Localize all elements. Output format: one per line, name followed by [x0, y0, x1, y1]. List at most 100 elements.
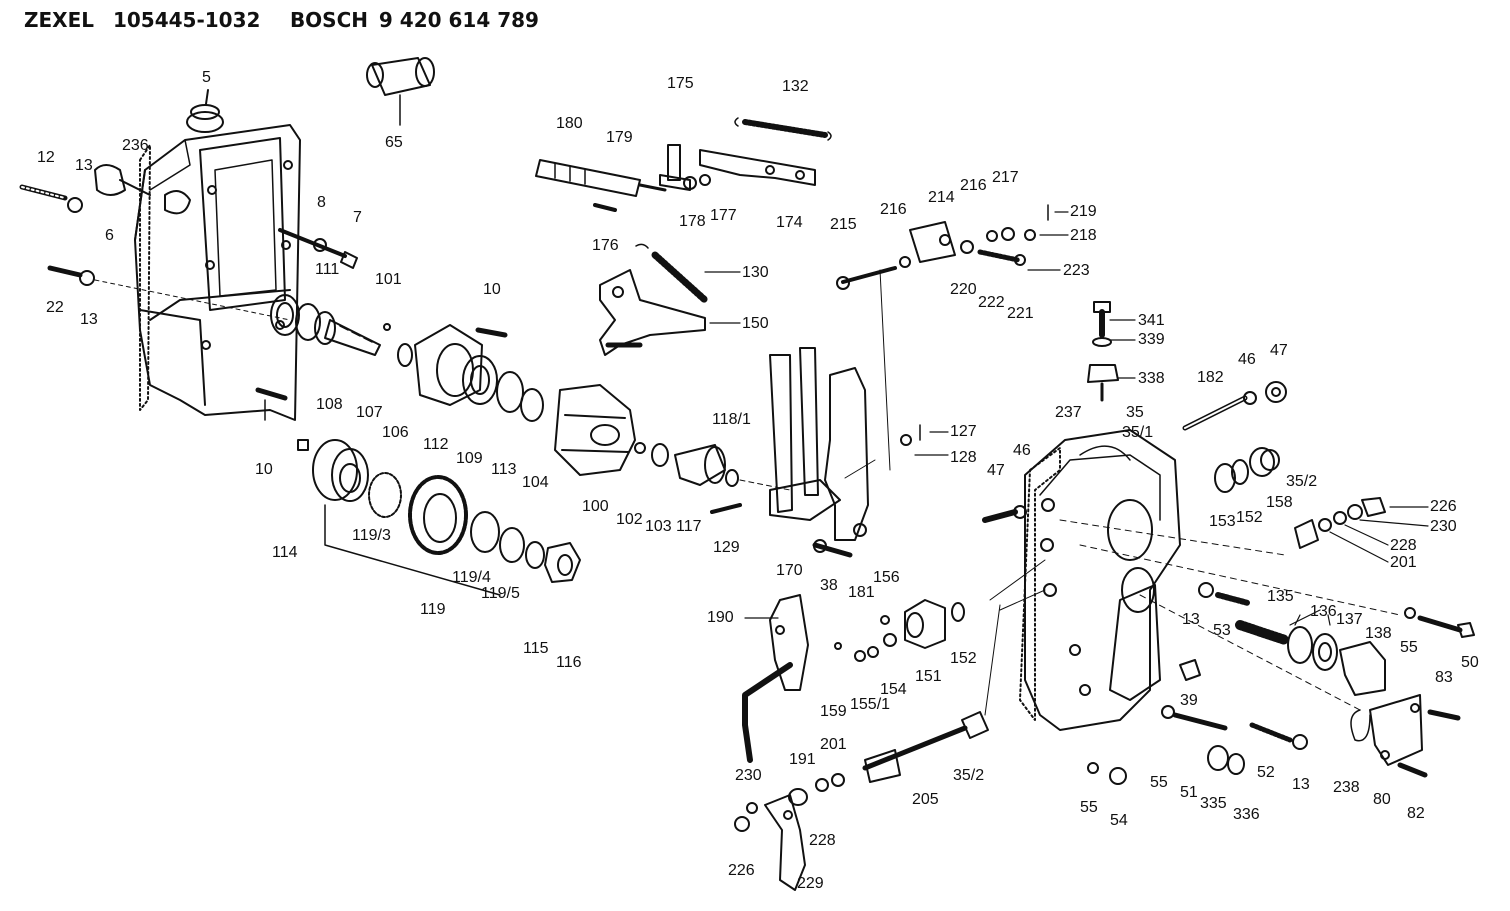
label-220: 220 [950, 281, 977, 298]
label-6: 6 [105, 227, 114, 244]
label-201b: 201 [820, 736, 847, 753]
label-22: 22 [46, 299, 64, 316]
washer-13-upper [67, 197, 83, 213]
label-129: 129 [713, 539, 740, 556]
label-108: 108 [316, 396, 343, 413]
pin-156 [880, 615, 890, 625]
spring-119-3 [368, 472, 402, 518]
diagram-header: ZEXEL 105445-1032 BOSCH 9 420 614 789 [24, 8, 539, 32]
label-13a: 13 [75, 157, 93, 174]
bolt-38 [812, 539, 853, 558]
gasket-236 [139, 144, 151, 411]
washer-216-right [986, 230, 998, 242]
label-236: 236 [122, 137, 149, 154]
ring-119-5 [499, 527, 525, 563]
washer-118-1 [725, 469, 739, 487]
flange-111 [270, 294, 300, 336]
label-215: 215 [830, 216, 857, 233]
screw-83 [1427, 709, 1461, 721]
label-35-2b: 35/2 [953, 767, 985, 784]
nut-13-lower [1292, 734, 1308, 750]
lever-190 [742, 594, 809, 763]
screw-222-221 [977, 249, 1026, 266]
label-50: 50 [1461, 654, 1479, 671]
label-119-5: 119/5 [481, 585, 520, 602]
label-226b: 226 [728, 862, 755, 879]
washer-46-top [1243, 391, 1257, 405]
lever-150 [599, 269, 706, 356]
bolt-52 [1249, 722, 1293, 743]
bolt-10-upper [475, 327, 508, 338]
label-338: 338 [1138, 370, 1165, 387]
label-65: 65 [385, 134, 403, 151]
label-214: 214 [928, 189, 955, 206]
bracket-214 [909, 221, 956, 263]
label-115: 115 [523, 640, 549, 657]
fitting-338 [1087, 364, 1119, 402]
cap-35-2-left [961, 711, 989, 739]
label-102: 102 [616, 511, 643, 528]
bearing-109 [462, 355, 498, 405]
label-182: 182 [1197, 369, 1224, 386]
washers-155-154 [854, 633, 897, 662]
bolt-51 [1172, 712, 1228, 731]
label-217: 217 [992, 169, 1019, 186]
ring-153 [1214, 463, 1236, 493]
washer-228-right [1333, 511, 1347, 525]
label-118-1: 118/1 [712, 411, 751, 428]
plug-47-top [1265, 381, 1287, 403]
nut-39 [1179, 659, 1201, 681]
label-176: 176 [592, 237, 619, 254]
label-12: 12 [37, 149, 55, 166]
label-156: 156 [873, 569, 900, 586]
ring-136 [1287, 626, 1313, 664]
label-13b: 13 [80, 311, 98, 328]
label-201a: 201 [1390, 554, 1417, 571]
cap-35-2-right [1294, 519, 1319, 549]
rod-182 [1182, 395, 1248, 431]
label-205: 205 [912, 791, 939, 808]
label-335: 335 [1200, 795, 1227, 812]
ring-152-mid [951, 602, 965, 622]
washer-218 [1024, 229, 1036, 241]
label-39: 39 [1180, 692, 1198, 709]
label-113: 113 [491, 461, 517, 478]
pin-177 [699, 174, 711, 186]
ring-104 [520, 388, 544, 422]
nut-217 [1001, 227, 1015, 241]
screw-7 [278, 228, 358, 269]
label-100: 100 [582, 498, 609, 515]
label-107: 107 [356, 404, 383, 421]
lever-181 [824, 367, 869, 541]
label-106: 106 [382, 424, 409, 441]
flyweight-100 [554, 384, 636, 476]
nut-226-right [1361, 497, 1386, 517]
label-152a: 152 [1236, 509, 1263, 526]
fitting-151 [904, 599, 946, 649]
label-116: 116 [556, 654, 582, 671]
washer-216-left [899, 256, 911, 268]
label-104: 104 [522, 474, 549, 491]
label-101: 101 [375, 271, 402, 288]
label-53: 53 [1213, 622, 1231, 639]
label-336: 336 [1233, 806, 1260, 823]
label-47a: 47 [1270, 342, 1288, 359]
label-52: 52 [1257, 764, 1275, 781]
bolt-50 [1417, 615, 1475, 638]
bolt-12 [19, 184, 68, 201]
bolt-22 [47, 265, 95, 286]
label-341: 341 [1138, 312, 1165, 329]
label-35-2a: 35/2 [1286, 473, 1318, 490]
label-128: 128 [950, 449, 977, 466]
label-152b: 152 [950, 650, 977, 667]
cap-158 [1249, 447, 1280, 477]
label-218: 218 [1070, 227, 1097, 244]
washer-201-left [831, 773, 845, 787]
label-150: 150 [742, 315, 769, 332]
pump-housing-right [1024, 429, 1181, 731]
washer-201-right [1318, 518, 1332, 532]
bolt-47-mid [982, 505, 1027, 523]
housing-112 [414, 324, 483, 406]
